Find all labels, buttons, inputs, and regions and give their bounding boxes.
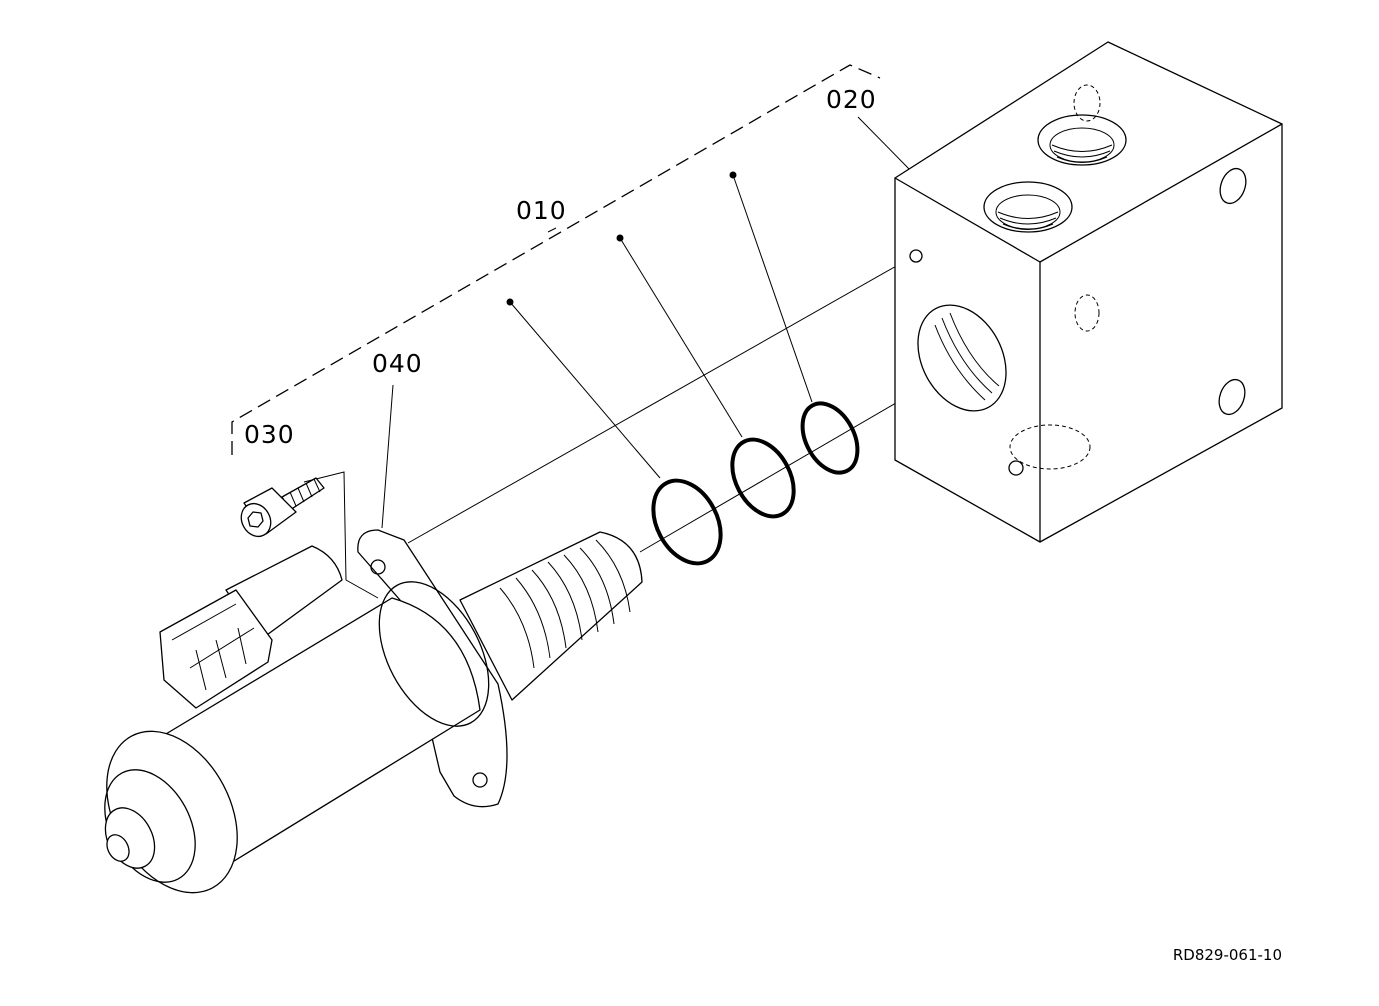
cap-screw-030	[240, 477, 325, 538]
label-020: 020	[826, 85, 877, 114]
label-030: 030	[244, 420, 295, 449]
label-010: 010	[516, 196, 567, 225]
axis-lines	[407, 255, 945, 553]
label-040: 040	[372, 349, 423, 378]
assembly-bracket-010	[231, 64, 881, 455]
o-rings	[651, 401, 860, 566]
valve-block-020	[894, 41, 1283, 543]
leader-lines	[303, 116, 913, 599]
part-labels: 010 020 030 040	[244, 85, 877, 449]
drawing-reference-code: RD829-061-10	[1173, 946, 1282, 964]
solenoid-valve-040	[104, 529, 643, 894]
